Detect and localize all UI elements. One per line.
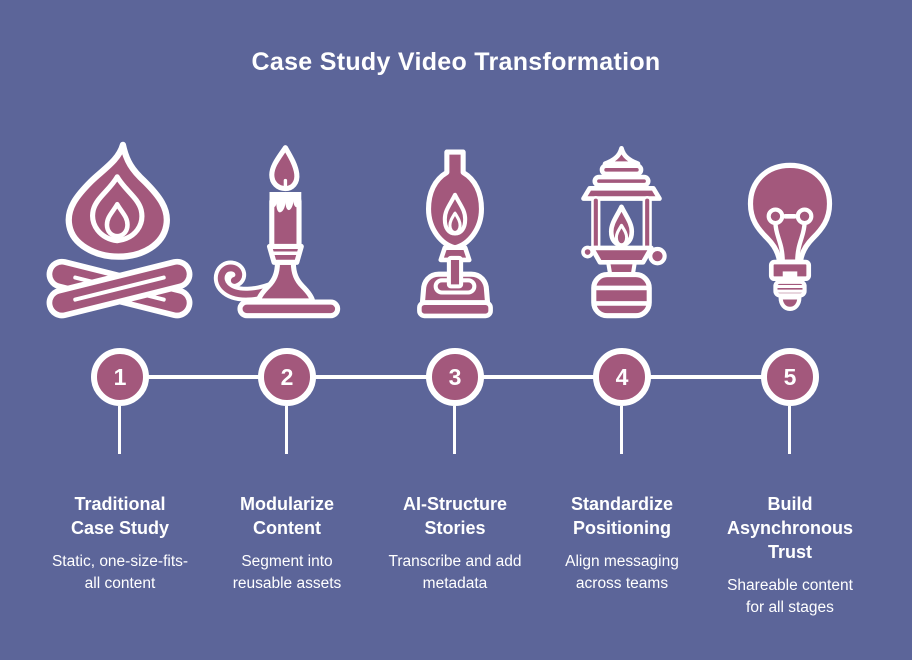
stage-label: Build Asynchronous Trust Shareable conte… [695, 492, 885, 619]
stage-number-badge: 1 [91, 348, 149, 406]
stage-heading: Modularize Content [239, 494, 334, 538]
timeline-stem [118, 406, 121, 454]
stage-description: Align messaging across teams [565, 553, 679, 592]
lantern-icon [581, 145, 667, 319]
stage-number-badge: 5 [761, 348, 819, 406]
infographic-title: Case Study Video Transformation [251, 48, 661, 76]
stage-heading: Build Asynchronous Trust [726, 494, 854, 562]
stage-description: Static, one-size-fits- all content [51, 553, 189, 592]
stage-heading: Standardize Positioning [570, 494, 674, 538]
timeline-stem [788, 406, 791, 454]
stage-number-badge: 2 [258, 348, 316, 406]
stage-heading: AI-Structure Stories [402, 494, 507, 538]
stage-number: 5 [783, 363, 797, 390]
light-bulb-icon [747, 162, 833, 311]
stage-description: Transcribe and add metadata [388, 553, 522, 592]
stage-description: Segment into reusable assets [232, 553, 342, 592]
stage-number: 2 [280, 363, 294, 390]
stage-description: Shareable content for all stages [727, 577, 853, 616]
timeline-stem [453, 406, 456, 454]
campfire-icon [46, 141, 193, 319]
oil-lamp-icon [417, 149, 493, 319]
timeline-stem [285, 406, 288, 454]
stage-label: Standardize Positioning Align messaging … [527, 492, 717, 595]
timeline-stem [620, 406, 623, 454]
stage-label: Traditional Case Study Static, one-size-… [25, 492, 215, 595]
candlestick-icon [213, 145, 341, 319]
stage-number: 3 [448, 363, 462, 390]
stage-heading: Traditional Case Study [70, 494, 170, 538]
stage-number: 4 [615, 363, 629, 390]
stage-label: AI-Structure Stories Transcribe and add … [360, 492, 550, 595]
stage-number-badge: 3 [426, 348, 484, 406]
stage-number: 1 [113, 363, 127, 390]
stage-label: Modularize Content Segment into reusable… [192, 492, 382, 595]
stage-number-badge: 4 [593, 348, 651, 406]
